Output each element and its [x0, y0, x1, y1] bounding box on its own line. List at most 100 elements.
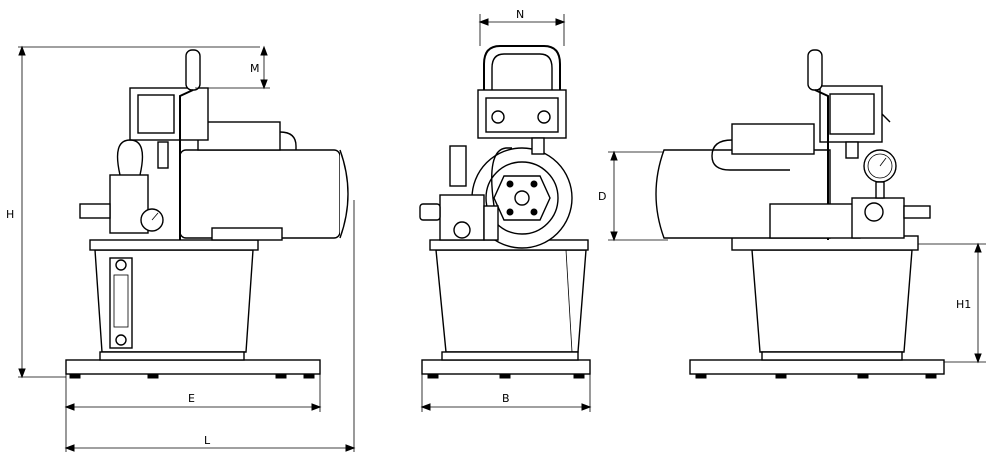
- front-handle-outer: [483, 45, 561, 92]
- right-valve-knob: [864, 202, 884, 222]
- front-view: [419, 45, 591, 379]
- right-valve-lever: [881, 113, 891, 123]
- dim-M-label: M: [250, 62, 260, 75]
- right-manifold: [769, 203, 861, 239]
- dim-D-arrow-top: [610, 150, 618, 161]
- front-pump-ring: [485, 161, 559, 235]
- right-coupler: [903, 205, 931, 219]
- front-bolt-3: [506, 208, 514, 216]
- dim-N-label: N: [516, 8, 524, 21]
- dim-N-arrow-left: [478, 18, 489, 26]
- right-tank-foot: [761, 351, 903, 361]
- dim-B-arrow-left: [420, 403, 431, 411]
- right-foot-right: [925, 373, 937, 379]
- dim-H1: H1: [918, 242, 986, 364]
- front-hose: [491, 147, 512, 207]
- side-hose: [116, 139, 144, 176]
- side-view: [65, 49, 349, 379]
- right-cable: [711, 139, 790, 171]
- front-manifold-port: [453, 221, 471, 239]
- dim-N: N: [478, 8, 566, 46]
- right-view: [655, 49, 945, 379]
- dim-B: B: [420, 374, 592, 412]
- side-motor-endcap: [339, 149, 349, 239]
- front-valve-knob-left: [491, 110, 505, 124]
- front-valve-stem: [483, 205, 499, 241]
- right-gauge-dial: [867, 153, 893, 179]
- dim-H1-arrow-top: [974, 242, 982, 253]
- dim-H1-label: H1: [956, 298, 971, 311]
- right-handle-grip: [807, 49, 823, 91]
- dim-D-label: D: [598, 190, 606, 203]
- right-foot-mid2: [857, 373, 869, 379]
- right-base-plate: [689, 359, 945, 375]
- dim-L: L: [64, 200, 356, 452]
- side-valve-face: [137, 94, 175, 134]
- side-foot-left: [69, 373, 81, 379]
- side-foot-mid1: [147, 373, 159, 379]
- right-foot-mid1: [775, 373, 787, 379]
- right-valve-face: [829, 93, 875, 135]
- level-gauge-screw-bottom: [115, 334, 127, 346]
- side-tank-lid: [89, 239, 259, 251]
- front-foot-left: [427, 373, 439, 379]
- side-gauge-needle: [151, 212, 159, 221]
- front-tank: [435, 249, 587, 353]
- dim-H-arrow-top: [18, 45, 26, 56]
- side-base-plate: [65, 359, 321, 375]
- front-fitting: [531, 137, 545, 155]
- side-handle-rod: [179, 89, 194, 240]
- dim-H1-arrow-bottom: [974, 353, 982, 364]
- side-motor-mount: [211, 227, 283, 241]
- side-foot-mid2: [275, 373, 287, 379]
- right-handle-rod: [814, 89, 829, 240]
- dim-M-arrow-bottom: [260, 79, 268, 90]
- side-coupler: [79, 203, 111, 219]
- side-motor: [179, 149, 341, 239]
- dim-D-arrow-bottom: [610, 231, 618, 242]
- dim-M: M: [195, 45, 270, 90]
- front-pump-center: [514, 190, 530, 206]
- front-foot-right: [573, 373, 585, 379]
- dim-L-label: L: [204, 434, 211, 447]
- dim-E: E: [64, 374, 322, 412]
- side-junction-box: [197, 121, 281, 151]
- dim-L-arrow-right: [345, 444, 356, 452]
- front-tank-foot: [441, 351, 579, 361]
- side-handle-grip: [185, 49, 201, 91]
- front-base-plate: [421, 359, 591, 375]
- dim-B-label: B: [502, 392, 510, 405]
- front-tank-edge: [565, 249, 573, 353]
- level-gauge-screw-top: [115, 259, 127, 271]
- dim-H-arrow-bottom: [18, 368, 26, 379]
- right-gauge-stem: [875, 181, 885, 199]
- front-handle-inner: [491, 53, 553, 92]
- dim-E-arrow-right: [311, 403, 322, 411]
- front-gauge-housing: [449, 145, 467, 187]
- side-tank-foot: [99, 351, 245, 361]
- front-valve-knob-right: [537, 110, 551, 124]
- right-gauge-needle: [879, 157, 887, 167]
- front-foot-mid: [499, 373, 511, 379]
- side-fitting: [157, 141, 169, 169]
- dim-L-arrow-left: [64, 444, 75, 452]
- side-cable: [279, 131, 297, 150]
- front-bolt-2: [530, 180, 538, 188]
- right-tank: [751, 249, 913, 353]
- dim-N-arrow-right: [555, 18, 566, 26]
- front-bolt-4: [530, 208, 538, 216]
- dim-D: D: [598, 150, 668, 242]
- level-gauge-window: [113, 274, 129, 328]
- dim-E-arrow-left: [64, 403, 75, 411]
- dim-B-arrow-right: [581, 403, 592, 411]
- front-bolt-1: [506, 180, 514, 188]
- dim-M-arrow-top: [260, 45, 268, 56]
- right-fitting: [845, 141, 859, 159]
- dim-E-label: E: [188, 392, 195, 405]
- side-foot-right: [303, 373, 315, 379]
- dim-H: H: [6, 45, 260, 379]
- right-junction-box: [731, 123, 815, 155]
- right-foot-left: [695, 373, 707, 379]
- dim-H-label: H: [6, 208, 14, 221]
